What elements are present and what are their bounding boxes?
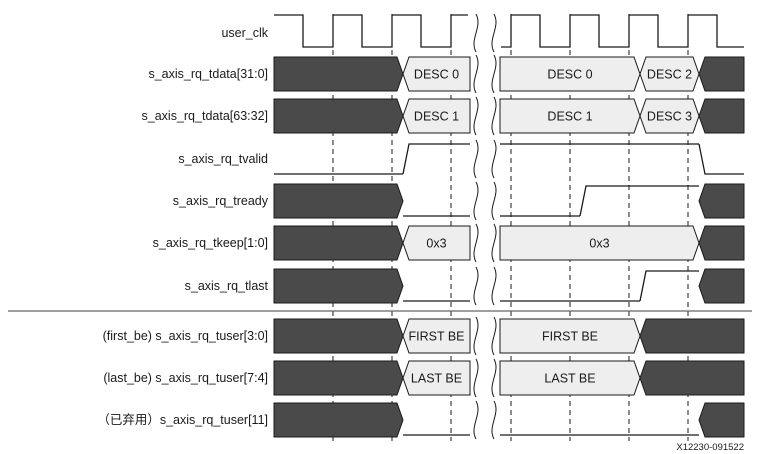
break-mark-0-1 [491, 13, 497, 53]
break-mark-9-0 [473, 400, 479, 440]
bus-segment-4-0 [273, 183, 404, 219]
signal-label-2: s_axis_rq_tdata[63:32] [142, 109, 268, 123]
break-mark-8-0 [473, 358, 479, 398]
break-mark-4-1 [491, 181, 497, 221]
segment-label-2-3: DESC 3 [647, 110, 692, 124]
bus-segment-1-1 [402, 56, 471, 92]
bus-segment-9-1 [698, 402, 745, 438]
bus-segment-8-3 [639, 360, 745, 396]
level-wave-4-1 [579, 185, 699, 217]
segment-label-1-1: DESC 0 [414, 68, 459, 82]
signal-label-1: s_axis_rq_tdata[31:0] [148, 67, 268, 81]
bus-segment-1-4 [698, 56, 745, 92]
break-mark-2-0 [473, 96, 479, 136]
break-mark-3-1 [491, 139, 497, 179]
segment-label-2-2: DESC 1 [547, 110, 592, 124]
bus-segment-7-1 [402, 318, 471, 354]
bus-segment-9-0 [273, 402, 404, 438]
signal-label-9: （已弃用）s_axis_rq_tuser[11] [97, 412, 268, 427]
bus-segment-1-0 [273, 56, 404, 92]
bus-segment-4-1 [698, 183, 745, 219]
signal-label-6: s_axis_rq_tlast [185, 279, 269, 293]
bus-segment-2-0 [273, 98, 404, 134]
break-mark-7-1 [491, 316, 497, 356]
break-mark-5-0 [473, 223, 479, 263]
segment-label-5-2: 0x3 [589, 237, 609, 251]
break-mark-1-1 [491, 54, 497, 94]
bus-segment-5-1 [402, 225, 471, 261]
break-mark-7-0 [473, 316, 479, 356]
break-mark-0-0 [473, 13, 479, 53]
clock-wave-a [274, 14, 468, 48]
bus-segment-7-3 [639, 318, 745, 354]
bus-segment-8-2 [499, 360, 641, 396]
break-mark-6-0 [473, 266, 479, 306]
signal-label-0: user_clk [221, 26, 268, 40]
segment-label-1-2: DESC 0 [547, 68, 592, 82]
signal-label-8: (last_be) s_axis_rq_tuser[7:4] [103, 371, 268, 385]
bus-segment-2-2 [499, 98, 641, 134]
bus-segment-8-1 [402, 360, 471, 396]
break-mark-3-0 [473, 139, 479, 179]
bus-segment-5-0 [273, 225, 404, 261]
bus-segment-8-0 [273, 360, 404, 396]
waveforms: DESC 0 DESC 0 DESC 2 DESC 1 DESC 1 DESC 3 0x3 0… [273, 14, 745, 438]
segment-label-8-2: LAST BE [544, 372, 595, 386]
bus-segment-1-3 [639, 56, 700, 92]
segment-label-8-1: LAST BE [411, 372, 462, 386]
level-wave-3-2 [698, 143, 744, 175]
time-break-marks [472, 13, 498, 440]
level-wave-3-1 [402, 143, 699, 175]
break-mark-8-1 [491, 358, 497, 398]
segment-label-5-1: 0x3 [426, 237, 446, 251]
segment-label-7-2: FIRST BE [542, 330, 598, 344]
bus-segment-2-4 [698, 98, 745, 134]
signal-label-7: (first_be) s_axis_rq_tuser[3:0] [103, 329, 268, 343]
clock-wave-b [501, 14, 744, 48]
bus-segment-5-3 [698, 225, 745, 261]
signal-label-3: s_axis_rq_tvalid [178, 152, 268, 166]
bus-segment-7-0 [273, 318, 404, 354]
bus-segment-1-2 [499, 56, 641, 92]
segment-label-7-1: FIRST BE [408, 330, 464, 344]
break-mark-9-1 [491, 400, 497, 440]
break-mark-4-0 [473, 181, 479, 221]
break-mark-1-0 [473, 54, 479, 94]
bus-segment-6-1 [698, 268, 745, 304]
segment-label-2-1: DESC 1 [414, 110, 459, 124]
bus-segment-5-2 [499, 225, 700, 261]
bus-segment-2-3 [639, 98, 700, 134]
signal-label-4: s_axis_rq_tready [173, 194, 269, 208]
bus-segment-7-2 [499, 318, 641, 354]
segment-label-1-3: DESC 2 [647, 68, 692, 82]
figure-id: X12230-091522 [676, 442, 744, 453]
signal-label-5: s_axis_rq_tkeep[1:0] [153, 236, 268, 250]
break-mark-2-1 [491, 96, 497, 136]
break-mark-6-1 [491, 266, 497, 306]
bus-segment-2-1 [402, 98, 471, 134]
level-wave-6-1 [639, 270, 699, 302]
break-mark-5-1 [491, 223, 497, 263]
signal-labels: user_clk s_axis_rq_tdata[31:0] s_axis_rq_t… [97, 26, 268, 427]
bus-segment-6-0 [273, 268, 404, 304]
